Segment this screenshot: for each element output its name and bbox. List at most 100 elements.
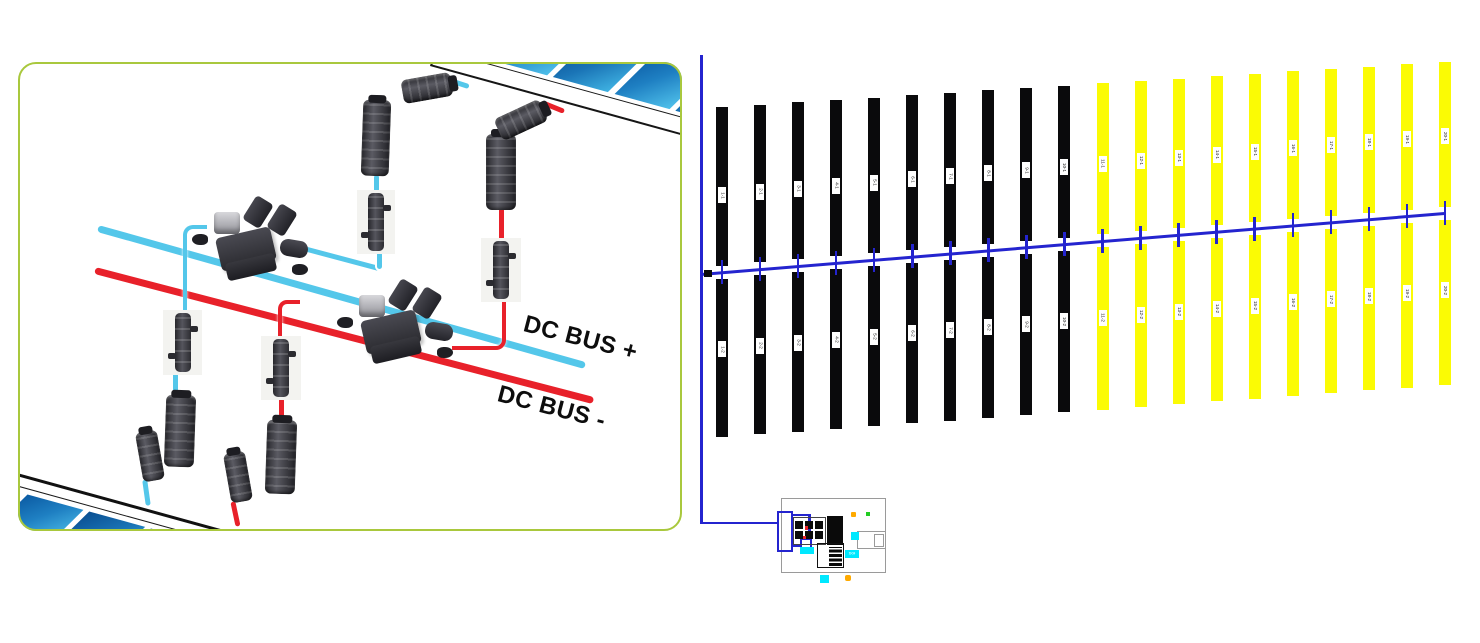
pv-string-wire-positive xyxy=(374,175,379,192)
row-label-upper: 12-1 xyxy=(1136,152,1145,169)
pv-row-13-lower xyxy=(1172,241,1185,405)
t-branch-connector-2 xyxy=(337,277,457,375)
row-label-upper: 11-1 xyxy=(1098,155,1107,172)
row-label-upper: 17-1 xyxy=(1326,137,1335,154)
pv-row-17-lower xyxy=(1324,228,1337,394)
collector-tap-tick xyxy=(949,241,952,266)
collector-tap-tick xyxy=(1177,222,1180,247)
collector-tap-tick xyxy=(1367,207,1371,232)
inline-fuse-connector xyxy=(481,238,521,302)
inner-room-outline xyxy=(817,543,844,568)
collector-tap-tick xyxy=(796,253,800,278)
mc4-connector xyxy=(264,419,298,495)
collector-tap-tick xyxy=(1443,201,1447,225)
inline-fuse-connector xyxy=(261,336,301,400)
pv-string-wire-positive xyxy=(377,252,382,269)
pv-row-3-lower xyxy=(792,272,805,432)
collector-tap-tick xyxy=(1291,213,1294,238)
row-label-lower: 13-2 xyxy=(1174,303,1183,320)
mc4-connector xyxy=(163,394,197,468)
pv-row-12-lower xyxy=(1134,244,1147,407)
collector-tap-tick xyxy=(1329,210,1333,235)
pv-row-4-lower xyxy=(830,269,843,429)
side-room-inner xyxy=(874,534,884,547)
row-label-lower: 6-2 xyxy=(908,325,917,342)
switchgear-unit xyxy=(795,531,824,539)
collector-tap-tick xyxy=(1405,204,1409,229)
collector-tap-tick xyxy=(911,244,914,269)
row-label-upper: 13-1 xyxy=(1174,149,1183,166)
cyan-terminal xyxy=(800,547,814,554)
row-label-lower: 12-2 xyxy=(1136,306,1145,323)
inline-fuse-connector xyxy=(163,310,202,375)
dc-feeder-horizontal-line xyxy=(700,521,779,524)
row-label-upper: 14-1 xyxy=(1212,146,1221,163)
row-label-lower: 8-2 xyxy=(984,319,993,336)
red-breaker-mark xyxy=(805,526,808,530)
row-label-upper: 5-1 xyxy=(870,174,879,191)
equipment-room-plan: »» xyxy=(770,490,890,586)
collector-tap-tick xyxy=(1253,216,1256,241)
row-label-lower: 15-2 xyxy=(1250,297,1259,314)
t-branch-connector-1 xyxy=(192,194,312,292)
pv-row-5-lower xyxy=(868,266,881,427)
collector-tap-tick xyxy=(1101,228,1104,253)
staircase xyxy=(829,547,842,566)
row-label-upper: 7-1 xyxy=(946,168,955,185)
pv-string-wire-positive xyxy=(182,225,207,322)
collector-tap-tick xyxy=(872,247,876,272)
row-label-upper: 19-1 xyxy=(1402,131,1411,148)
pv-row-11-lower xyxy=(1096,247,1109,410)
pv-row-9-lower xyxy=(1020,253,1033,416)
collector-tap-tick xyxy=(1063,232,1066,257)
dc-route xyxy=(793,545,801,547)
row-label-lower: 9-2 xyxy=(1022,316,1031,333)
pv-string-wire-negative xyxy=(279,398,284,422)
collector-tap-tick xyxy=(720,260,724,284)
row-label-lower: 14-2 xyxy=(1212,300,1221,317)
pv-row-8-lower xyxy=(982,256,995,418)
row-label-lower: 18-2 xyxy=(1364,288,1373,305)
row-label-upper: 4-1 xyxy=(832,177,841,194)
central-cabinet xyxy=(827,516,843,547)
pv-row-16-lower xyxy=(1286,231,1299,396)
collector-line-end-marker xyxy=(704,270,712,277)
mc4-connector xyxy=(360,99,392,177)
collector-tap-tick xyxy=(1215,219,1218,244)
row-label-lower: 3-2 xyxy=(794,334,803,351)
collector-tap-tick xyxy=(1025,235,1028,260)
dc-route xyxy=(793,513,810,516)
collector-tap-tick xyxy=(987,238,990,263)
green-marker xyxy=(866,512,870,516)
orange-marker xyxy=(851,512,856,517)
pv-row-6-lower xyxy=(906,262,919,424)
pv-row-15-lower xyxy=(1248,235,1261,399)
row-label-upper: 9-1 xyxy=(1022,162,1031,179)
row-label-lower: 10-2 xyxy=(1060,313,1069,330)
row-label-upper: 6-1 xyxy=(908,171,917,188)
row-label-upper: 18-1 xyxy=(1364,134,1373,151)
pv-string-wire-negative xyxy=(452,302,506,350)
dc-feeder-loop xyxy=(777,511,793,552)
pv-row-18-lower xyxy=(1362,225,1375,391)
pv-row-10-lower xyxy=(1058,250,1071,413)
inline-fuse-connector xyxy=(357,190,395,254)
red-breaker-mark xyxy=(803,536,806,539)
pv-row-3-upper xyxy=(792,102,805,260)
row-label-lower: 19-2 xyxy=(1402,285,1411,302)
row-label-upper: 2-1 xyxy=(756,183,765,200)
row-label-upper: 8-1 xyxy=(984,165,993,182)
collector-tap-tick xyxy=(1139,225,1142,250)
pv-string-wire-positive xyxy=(173,372,178,398)
pv-string-wire-negative xyxy=(277,300,300,349)
row-label-upper: 3-1 xyxy=(794,180,803,197)
row-label-lower: 16-2 xyxy=(1288,294,1297,311)
row-label-lower: 11-2 xyxy=(1098,309,1107,326)
dc-feeder-vertical-line xyxy=(700,55,703,524)
row-label-upper: 20-1 xyxy=(1440,128,1449,144)
row-label-lower: 2-2 xyxy=(756,337,765,354)
pv-row-1-lower xyxy=(716,278,728,437)
